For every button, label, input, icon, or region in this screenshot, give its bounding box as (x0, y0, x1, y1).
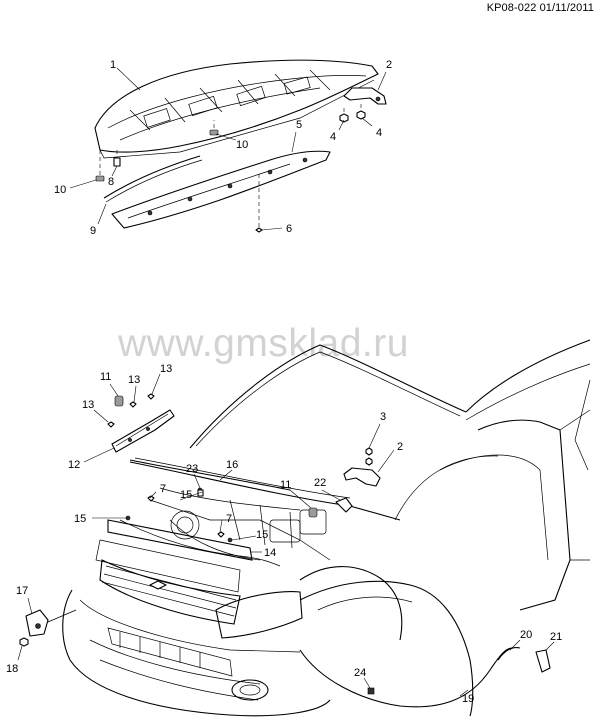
callout-12: 12 (68, 459, 80, 471)
hood-insulator (111, 150, 331, 229)
callout-20: 20 (520, 629, 532, 641)
callout-18: 18 (6, 663, 18, 675)
callout-19: 19 (462, 693, 474, 705)
top-callouts: 1 2 4 4 5 6 8 9 10 10 (54, 59, 392, 237)
callout-9: 9 (90, 225, 96, 237)
callout-11: 11 (280, 479, 291, 491)
callout-10: 10 (236, 139, 248, 151)
bottom-callouts: 2 3 7 7 11 11 12 13 13 13 14 15 15 15 16… (6, 363, 562, 705)
callout-8: 8 (108, 176, 114, 188)
callout-7: 7 (160, 483, 166, 495)
callout-13: 13 (160, 363, 172, 375)
hood-hinge (343, 87, 387, 105)
callout-14: 14 (264, 547, 276, 559)
callout-4: 4 (330, 131, 336, 143)
callout-24: 24 (354, 667, 366, 679)
fender-liner (299, 580, 474, 717)
callout-15: 15 (74, 513, 86, 525)
hood-panel (94, 59, 379, 153)
hood-release-handle (535, 649, 551, 673)
callout-10: 10 (54, 184, 66, 196)
callout-5: 5 (296, 119, 302, 131)
callout-7: 7 (226, 513, 232, 525)
hood-hinge-installed (343, 467, 381, 487)
callout-3: 3 (380, 411, 386, 423)
callout-13: 13 (82, 399, 94, 411)
callout-15: 15 (180, 489, 192, 501)
vehicle-front-assembly-view (17, 339, 591, 717)
callout-21: 21 (550, 631, 562, 643)
callout-4: 4 (376, 127, 382, 139)
callout-22: 22 (314, 477, 326, 489)
callout-2: 2 (397, 441, 403, 453)
hood-exploded-view (69, 59, 387, 233)
callout-2: 2 (386, 59, 392, 71)
callout-1: 1 (110, 59, 116, 71)
open-hood (189, 344, 467, 449)
callout-23: 23 (186, 463, 198, 475)
callout-6: 6 (286, 223, 292, 235)
callout-13: 13 (128, 374, 140, 386)
hood-seal (103, 155, 201, 199)
callout-15: 15 (256, 529, 268, 541)
hood-latch (25, 609, 49, 637)
diagram-reference-code: KP08-022 01/11/2011 (486, 2, 594, 14)
hood-release-cable (299, 647, 513, 708)
watermark: www.gmsklad.ru (118, 322, 409, 365)
hood-rear-seal (111, 409, 175, 453)
callout-11: 11 (100, 371, 111, 383)
front-bumper (62, 589, 331, 717)
callout-17: 17 (16, 585, 28, 597)
callout-16: 16 (226, 459, 238, 471)
